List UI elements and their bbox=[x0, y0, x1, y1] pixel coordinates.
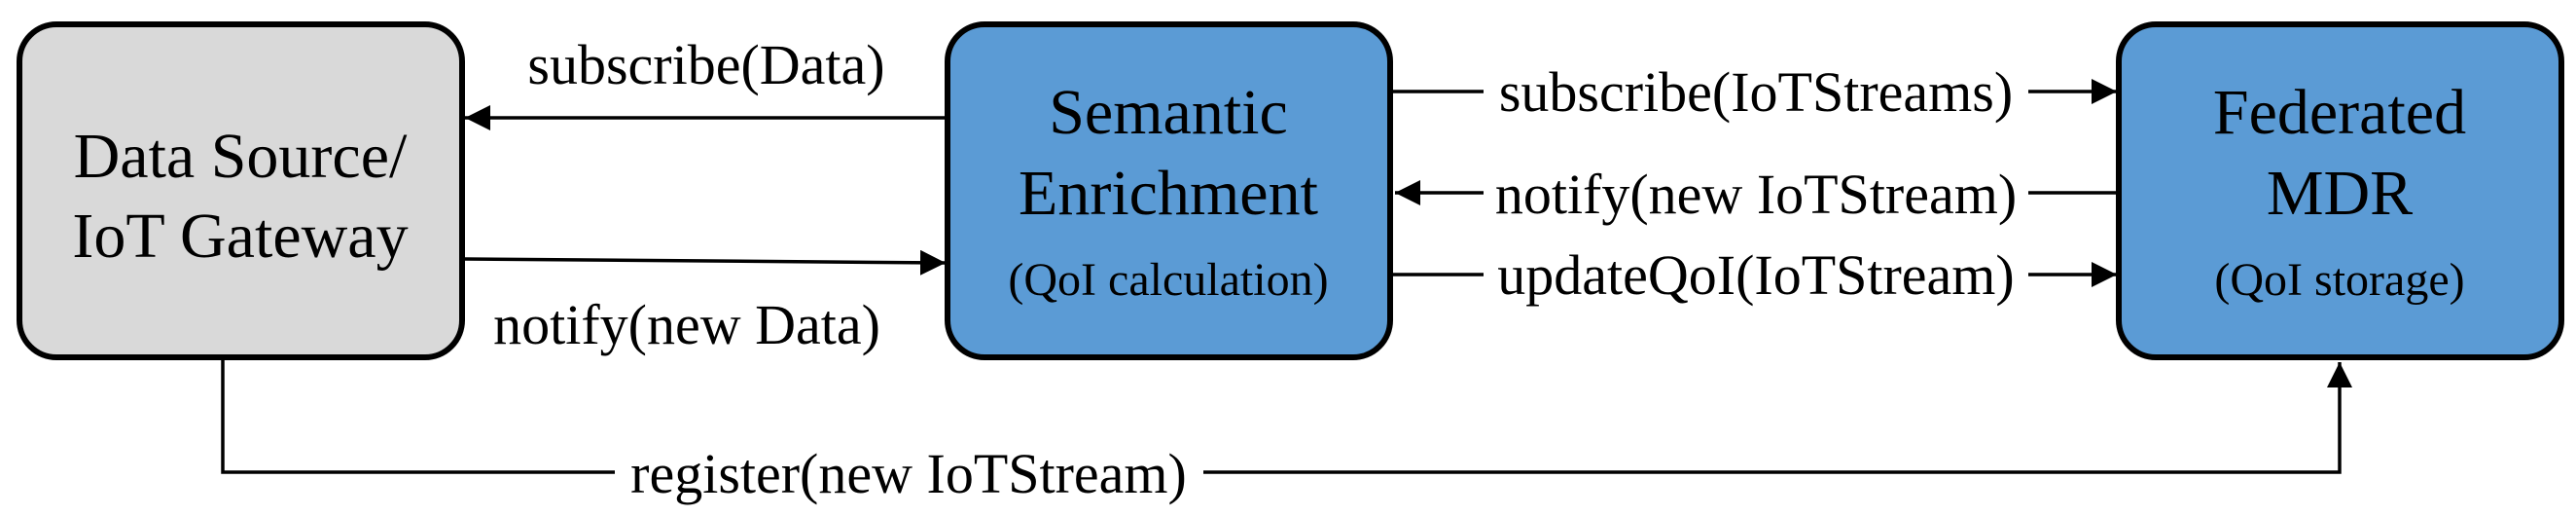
data-source-line2: IoT Gateway bbox=[72, 201, 408, 272]
node-semantic-enrichment: Semantic Enrichment (QoI calculation) bbox=[945, 21, 1393, 360]
node-data-source: Data Source/ IoT Gateway bbox=[17, 21, 465, 360]
edge-notify-new-iotstream-label: notify(new IoTStream) bbox=[1495, 163, 2017, 226]
edge-subscribe-data: subscribe(Data) bbox=[465, 33, 948, 130]
data-source-line1: Data Source/ bbox=[74, 121, 408, 192]
edge-register-new-iotstream: register(new IoTStream) bbox=[221, 360, 2352, 508]
edge-register-new-iotstream-label: register(new IoTStream) bbox=[630, 442, 1187, 505]
federated-mdr-line2: MDR bbox=[2267, 158, 2413, 229]
node-federated-mdr: Federated MDR (QoI storage) bbox=[2116, 21, 2564, 360]
edge-notify-new-iotstream-label-bg bbox=[1484, 160, 2028, 226]
semantic-enrichment-line2: Enrichment bbox=[1019, 158, 1318, 229]
edge-notify-new-data: notify(new Data) bbox=[464, 249, 947, 356]
federated-mdr-box bbox=[2116, 21, 2564, 360]
edge-notify-new-iotstream: notify(new IoTStream) bbox=[1395, 160, 2119, 226]
edge-subscribe-iotstreams-label-bg bbox=[1484, 58, 2028, 125]
data-source-box bbox=[17, 21, 465, 360]
edge-update-qoi: updateQoI(IoTStream) bbox=[1393, 241, 2117, 308]
federated-mdr-sub: (QoI storage) bbox=[2214, 254, 2464, 306]
edge-register-new-iotstream-label-bg bbox=[615, 438, 1203, 508]
edge-register-new-iotstream-line bbox=[221, 360, 2352, 474]
federated-mdr-line1: Federated bbox=[2213, 77, 2466, 148]
edge-update-qoi-label: updateQoI(IoTStream) bbox=[1497, 243, 2014, 307]
semantic-enrichment-box bbox=[945, 21, 1393, 360]
edge-subscribe-iotstreams: subscribe(IoTStreams) bbox=[1393, 58, 2117, 125]
semantic-enrichment-line1: Semantic bbox=[1049, 77, 1288, 148]
edge-subscribe-data-label: subscribe(Data) bbox=[527, 33, 884, 96]
edge-notify-new-data-label: notify(new Data) bbox=[493, 293, 880, 356]
edge-update-qoi-label-bg bbox=[1484, 241, 2028, 308]
edge-subscribe-iotstreams-label: subscribe(IoTStreams) bbox=[1499, 60, 2013, 124]
edge-notify-new-data-line bbox=[464, 249, 947, 276]
semantic-enrichment-sub: (QoI calculation) bbox=[1008, 254, 1328, 306]
